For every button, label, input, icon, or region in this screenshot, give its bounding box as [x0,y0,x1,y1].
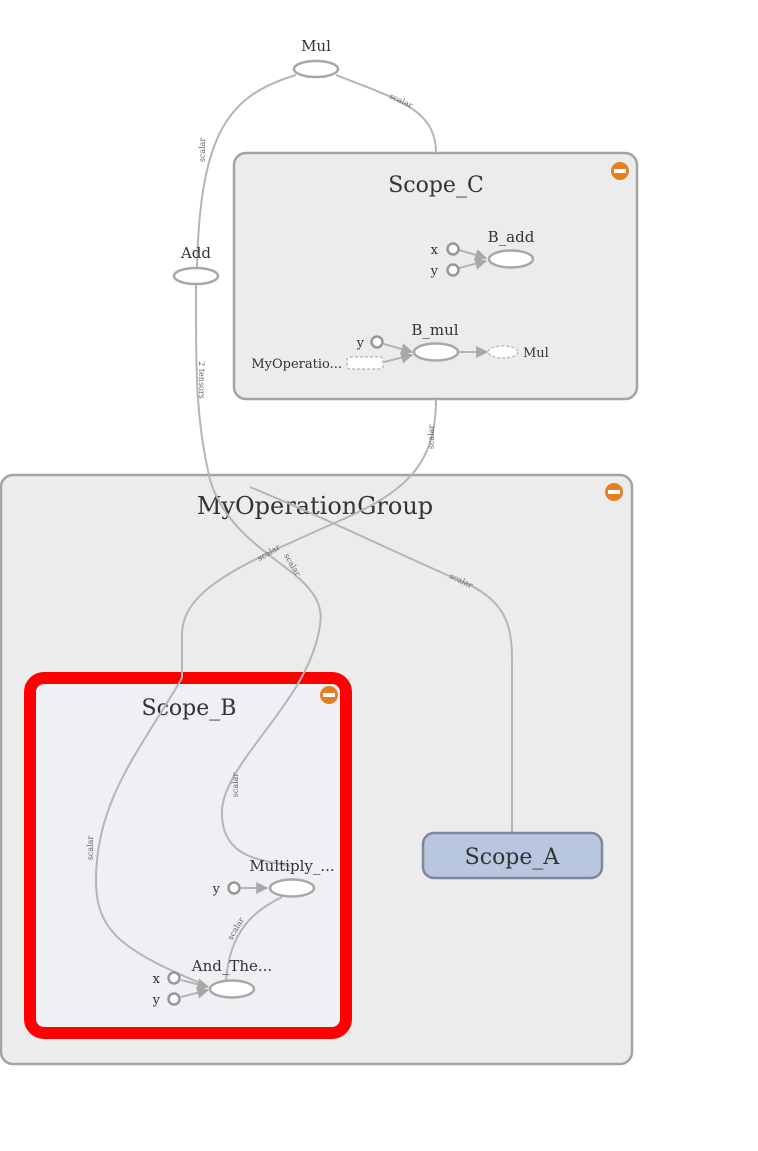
edge-label: scalar [388,91,414,110]
edge-y-to-b-mul[interactable] [383,343,414,355]
add-label: Add [180,244,211,262]
edge-multiply-to-and[interactable] [225,896,283,981]
node-and-the-y[interactable]: y [152,992,181,1008]
edge-myop-to-b-mul[interactable] [383,351,414,364]
edge-mul-to-scope-c[interactable] [335,74,437,154]
node-mul-ref[interactable]: Mul [487,345,549,361]
edge-label: scalar [427,425,436,450]
edge-group-to-scope-a[interactable] [249,486,513,833]
node-b-mul-y[interactable]: y [356,335,384,351]
edge-add-out[interactable] [195,284,322,867]
node-b-mul[interactable]: B_mul [411,321,460,362]
edge-label: scalar [86,836,95,861]
scope-c-y-label: y [430,264,439,279]
edge-x-to-and-the[interactable] [180,978,210,991]
collapse-icon[interactable] [611,162,629,180]
edge-scope-c-x-to-b-add[interactable] [458,249,488,261]
mul-ref-label: Mul [523,346,549,361]
node-multiply[interactable]: Multiply_... [249,857,335,898]
mul-op-ellipse[interactable] [292,59,340,79]
edge-mul-to-add[interactable] [196,74,297,269]
edge-y-to-and-the[interactable] [180,986,210,999]
collapse-icon[interactable] [320,686,338,704]
node-and-the[interactable]: And_The... [191,957,272,999]
multiply-y-label: y [212,882,221,897]
scope-a-box[interactable] [421,831,604,880]
node-b-add[interactable]: B_add [487,228,535,269]
edge-scope-b-left[interactable] [94,677,206,986]
edge-label: 2 tensors [197,361,206,399]
scope-c-title: Scope_C [388,173,484,198]
node-add[interactable]: Add [172,244,220,286]
and-the-x-label: x [153,972,161,987]
placeholder-circle[interactable] [370,335,384,349]
multiply-label: Multiply_... [249,857,334,875]
b-mul-y-label: y [356,336,365,351]
and-the-label: And_The... [191,957,272,975]
multiply-op-ellipse[interactable] [268,878,316,898]
node-multiply-y[interactable]: y [212,881,241,897]
add-op-ellipse[interactable] [172,266,220,286]
node-scope-c-x[interactable]: x [431,242,460,258]
node-myop-ref[interactable]: MyOperatio... [251,356,384,372]
placeholder-circle[interactable] [167,971,181,985]
mul-label: Mul [301,37,331,55]
b-add-op-ellipse[interactable] [487,249,535,269]
edge-scope-c-y-to-b-add[interactable] [458,257,488,270]
collapse-icon[interactable] [605,483,623,501]
b-mul-op-ellipse[interactable] [412,342,460,362]
edges: scalar scalar 2 tensors scalar scalar sc… [86,74,513,999]
placeholder-circle[interactable] [446,242,460,256]
placeholder-circle[interactable] [167,992,181,1006]
edge-label: scalar [231,773,240,798]
edge-label: scalar [198,138,207,163]
mul-ref-ellipse[interactable] [487,345,519,359]
scope-b-box[interactable] [24,672,352,1039]
b-add-label: B_add [488,228,535,246]
edge-scope-c-out[interactable] [181,398,437,678]
scope-a-label: Scope_A [465,845,561,870]
scope-b-title: Scope_B [142,696,237,721]
myop-ref-label: MyOperatio... [251,357,342,372]
b-mul-label: B_mul [411,321,458,339]
node-and-the-x[interactable]: x [153,971,181,987]
placeholder-circle[interactable] [446,263,460,277]
group-scope-b[interactable]: Scope_B [24,672,352,1039]
placeholder-circle[interactable] [227,881,241,895]
scope-c-x-label: x [431,243,439,258]
and-the-op-ellipse[interactable] [208,979,256,999]
node-scope-a[interactable]: Scope_A [421,831,604,880]
node-mul[interactable]: Mul [292,37,340,79]
and-the-y-label: y [152,993,161,1008]
myop-ref-rect[interactable] [346,356,384,370]
group-scope-c[interactable]: Scope_C [232,151,639,401]
node-scope-c-y[interactable]: y [430,263,460,279]
